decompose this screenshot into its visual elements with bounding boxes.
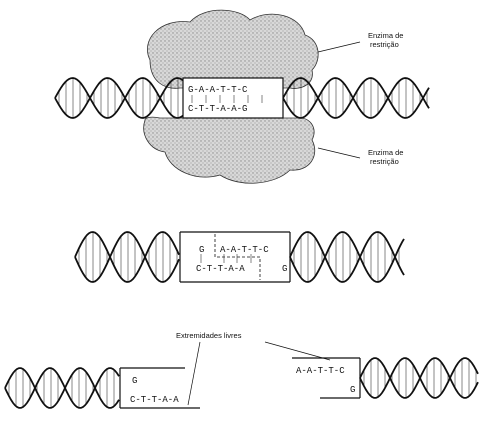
- helix-strand-a: [75, 232, 179, 282]
- enzyme-label-top-line1: Enzima de: [368, 31, 403, 40]
- helix-strand-b: [75, 232, 179, 282]
- bottom-strand-sequence: C-T-T-A-A-G: [188, 104, 247, 114]
- p2-bottom-left: C-T-T-A-A: [196, 264, 245, 274]
- enzyme-top-blob: [147, 10, 318, 88]
- p3-right-top: A-A-T-T-C: [296, 366, 345, 376]
- top-strand-sequence: G-A-A-T-T-C: [188, 85, 248, 95]
- helix-strand-b: [360, 358, 478, 398]
- enzyme-label-bottom-line1: Enzima de: [368, 148, 403, 157]
- enzyme-label-bottom-line2: restrição: [370, 157, 399, 166]
- enzyme-label-top-line2: restrição: [370, 40, 399, 49]
- panel-2-cut-strands: G A-A-T-T-C C-T-T-A-A G: [75, 232, 404, 282]
- helix-strand-a: [360, 358, 478, 398]
- callout-line-bottom: [318, 148, 360, 158]
- free-ends-label: Extremidades livres: [176, 331, 242, 340]
- panel-3-free-ends: G C-T-T-A-A A-A-T-T-C G Extremidades liv…: [5, 331, 478, 408]
- p2-top-right: A-A-T-T-C: [220, 245, 269, 255]
- p3-left-bottom: C-T-T-A-A: [130, 395, 179, 405]
- p3-right-bottom: G: [350, 385, 355, 395]
- panel-1-enzyme-binding: G-A-A-T-T-C C-T-T-A-A-G Enzima de restri…: [55, 10, 429, 183]
- free-ends-pointer-right: [265, 342, 330, 360]
- p2-top-left: G: [199, 245, 204, 255]
- p3-left-top: G: [132, 376, 137, 386]
- dna-helix-panel-3: [5, 358, 478, 408]
- p2-bottom-right: G: [282, 264, 287, 274]
- callout-line-top: [318, 42, 360, 52]
- enzyme-bottom-blob: [144, 117, 315, 183]
